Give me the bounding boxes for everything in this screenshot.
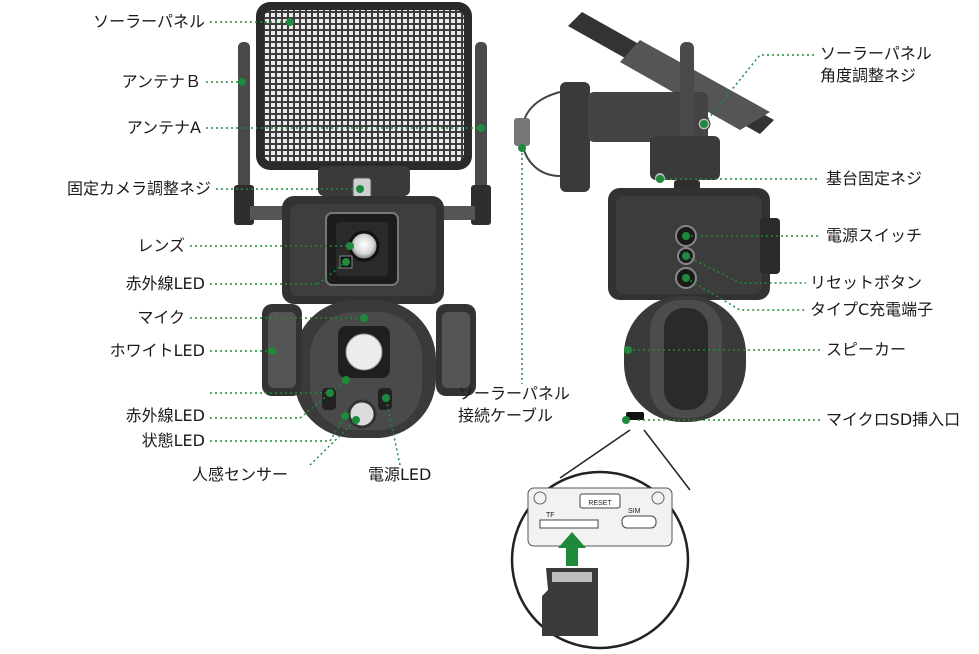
insert-arrow [558,532,586,566]
label-ir-led-upper: 赤外線LED [125,274,205,293]
inset-reset: RESET [588,500,612,507]
label-panel-screw-2: 角度調整ネジ [820,66,917,85]
label-lens: レンズ [137,236,185,255]
label-antenna-b: アンテナＢ [121,72,201,91]
label-ir-led-lower: 赤外線LED [125,406,205,425]
white-led [345,333,383,371]
label-mic: マイク [137,308,185,327]
microsd-card [542,568,598,636]
lens [348,230,380,262]
label-cable-line2: 接続ケーブル [458,406,554,425]
leader-dots [238,18,708,424]
label-sd-slot: マイクロSD挿入口 [826,410,961,429]
label-solar-panel: ソーラーパネル [93,12,205,31]
label-antenna-a: アンテナA [126,118,201,137]
label-speaker: スピーカー [826,340,907,359]
label-motion-sensor: 人感センサー [192,465,289,484]
solar-panel [264,10,464,162]
label-base-screw: 基台固定ネジ [826,169,923,188]
label-white-led: ホワイトLED [109,341,205,360]
label-reset-button: リセットボタン [810,273,923,292]
motion-sensor [347,399,377,429]
side-camera [514,12,780,422]
sd-inset [510,429,691,650]
label-panel-screw-1: ソーラーパネル [820,44,932,63]
label-type-c: タイプC充電端子 [810,300,934,319]
label-cable-line1: ソーラーパネル [458,384,570,403]
sd-slot [626,412,644,420]
label-power-switch: 電源スイッチ [826,226,923,245]
label-fixed-camera-screw: 固定カメラ調整ネジ [66,179,211,198]
leader-lines [190,21,820,466]
label-power-led: 電源LED [368,465,432,484]
antenna-b [238,42,250,207]
inset-sim: SIM [628,508,641,515]
front-camera [234,2,491,438]
inset-tf: TF [546,512,555,519]
label-status-led: 状態LED [141,431,205,450]
